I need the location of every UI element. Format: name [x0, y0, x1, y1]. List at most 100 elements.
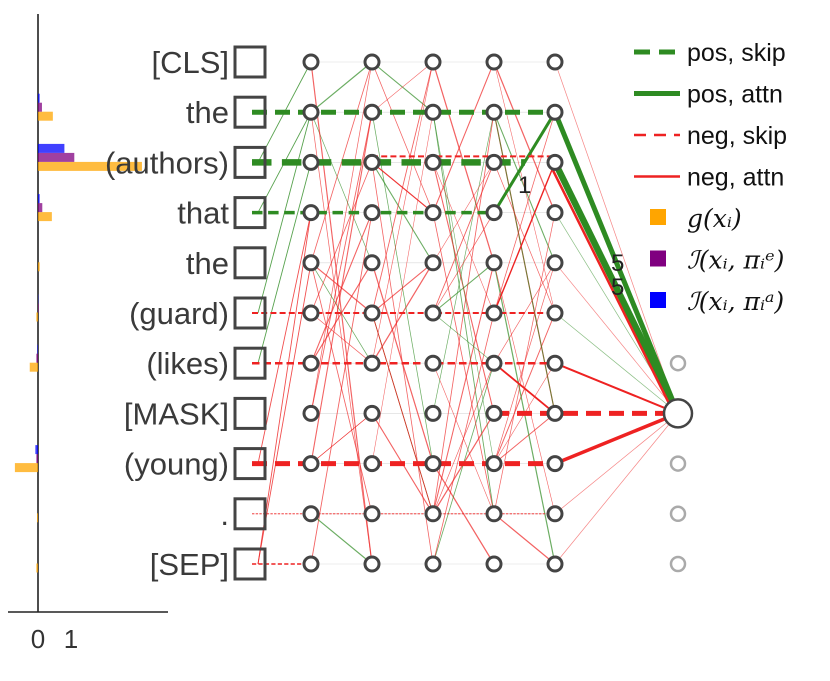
pos-attn-edge: [310, 513, 373, 565]
layer-node: [424, 204, 442, 222]
token-box: [233, 547, 267, 581]
layer-node: [363, 153, 381, 171]
target-output-node: [662, 398, 694, 429]
neg-attn-edge: [493, 61, 556, 314]
layer-node: [485, 103, 503, 121]
neg-attn-edge: [310, 262, 373, 514]
layer-node: [424, 304, 442, 322]
legend-swatch-ie: [650, 250, 666, 267]
legend-label-g: g(xᵢ): [687, 204, 742, 233]
final-attn-edge: [554, 312, 679, 414]
token-column: [CLS]the(authors)thatthe(guard)(likes)[M…: [105, 45, 267, 582]
legend-swatch-ia: [650, 292, 666, 308]
layer-node: [546, 153, 564, 171]
token-box: [233, 396, 267, 430]
layer-node: [363, 455, 381, 473]
token-label: (young): [124, 447, 229, 482]
layer-node: [485, 455, 503, 473]
layer-node: [546, 254, 564, 272]
x-tick-0: 0: [31, 624, 45, 654]
output-node: [669, 505, 687, 523]
bar-ie-5: [38, 303, 39, 313]
bar-ie-6: [36, 353, 38, 363]
token-box: [233, 196, 267, 230]
neg-attn-edge: [310, 112, 373, 464]
input-attn-edge: [257, 212, 312, 565]
neg-attn-edge: [371, 162, 434, 213]
pos-attn-edge: [432, 312, 495, 364]
layer-node: [424, 254, 442, 272]
layer-node: [424, 354, 442, 372]
layer-node: [546, 404, 564, 422]
legend-label-ie: ℐ(xᵢ, πᵢᵉ): [687, 246, 784, 275]
token-label: (authors): [105, 145, 229, 180]
input-attn-edge: [257, 162, 312, 364]
layer-node: [302, 204, 320, 222]
layer-nodes: [302, 53, 694, 573]
bar-ia-2: [38, 143, 65, 153]
layer-node: [363, 204, 381, 222]
neg-attn-edge: [554, 362, 679, 415]
neg-attn-edge: [310, 413, 373, 464]
layer-node: [485, 153, 503, 171]
bar-ia-1: [38, 93, 40, 103]
legend-label-pos-attn: pos, attn: [687, 81, 783, 109]
strong-pos-attn: [552, 111, 681, 415]
pos-attn-edge: [310, 61, 373, 113]
layer-node: [302, 304, 320, 322]
layer-node: [485, 404, 503, 422]
token-label: the: [186, 95, 229, 130]
neg-attn-edge: [310, 162, 373, 314]
neg-attn-edge: [310, 112, 373, 565]
token-box: [233, 296, 267, 330]
bar-g-1: [38, 111, 53, 121]
layer-node: [485, 204, 503, 222]
attribution-edges: [252, 61, 681, 565]
bar-ie-3: [38, 203, 43, 213]
token-box: [233, 45, 267, 79]
neg-attn-edge: [432, 262, 495, 514]
layer-node: [302, 455, 320, 473]
bar-ia-6: [37, 344, 38, 354]
bar-g-4: [38, 262, 40, 272]
layer-node: [546, 455, 564, 473]
legend-label-neg-skip: neg, skip: [687, 122, 787, 150]
pos-attn-edge: [432, 112, 495, 464]
importance-bar-chart: 0 1: [8, 14, 168, 654]
layer-node: [424, 153, 442, 171]
layer-node: [424, 404, 442, 422]
neg-attn-edge: [310, 61, 373, 565]
neg-attn-edge: [371, 61, 434, 213]
bar-ie-1: [38, 102, 42, 112]
edge-label-1: 1: [518, 172, 531, 199]
output-node: [669, 555, 687, 573]
layer-node: [302, 103, 320, 121]
neg-attn-edge: [432, 162, 495, 314]
final-attn-edge: [554, 262, 679, 414]
bar-g-10: [36, 563, 38, 573]
layer-node: [424, 555, 442, 573]
layer-node: [424, 53, 442, 71]
token-box: [233, 346, 267, 380]
token-box: [233, 95, 267, 129]
legend-label-neg-attn: neg, attn: [687, 164, 784, 192]
bar-g-8: [14, 463, 38, 473]
layer-node: [485, 555, 503, 573]
neg-attn-edge: [493, 212, 556, 514]
final-attn-edge: [554, 61, 679, 414]
token-label: [CLS]: [151, 45, 229, 80]
neg-attn-edge: [493, 413, 556, 464]
strong-neg-attn: [554, 411, 679, 466]
token-box: [233, 145, 267, 179]
bar-ia-3: [38, 194, 40, 204]
layer-node: [302, 354, 320, 372]
layer-node: [485, 254, 503, 272]
edge-labels: 1 5 5: [518, 172, 624, 301]
token-label: [SEP]: [150, 547, 229, 582]
edge-label-3: 5: [611, 274, 624, 301]
layer-node: [424, 455, 442, 473]
bar-ie-2: [38, 152, 75, 162]
layer-node: [363, 404, 381, 422]
layer-node: [363, 304, 381, 322]
